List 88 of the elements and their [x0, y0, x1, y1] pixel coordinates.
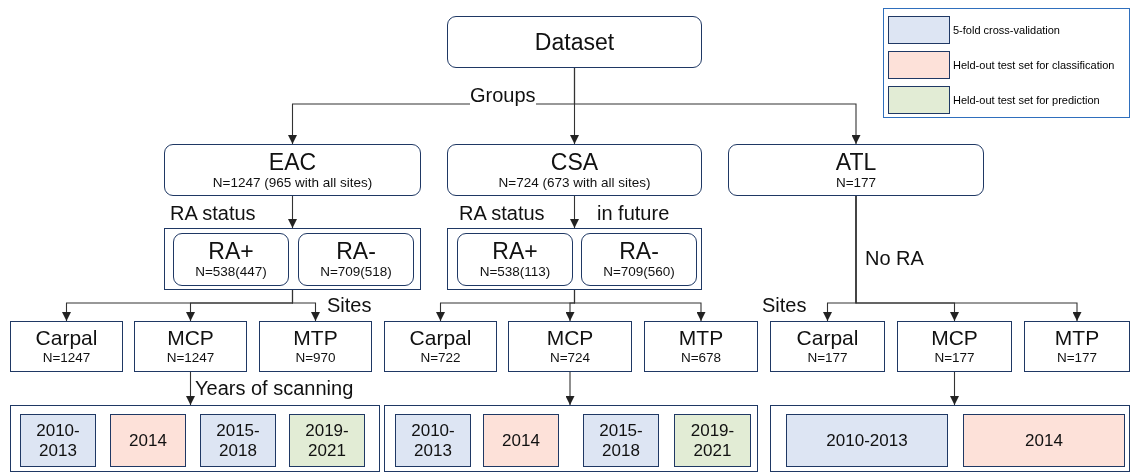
node-title: MCP — [545, 327, 595, 350]
node-count: N=1247 — [42, 351, 91, 366]
year-box — [20, 414, 96, 467]
legend-text: 5-fold cross-validation — [953, 22, 1061, 38]
arrow — [291, 289, 320, 322]
node-title: 2015-2018 — [215, 420, 261, 461]
arrow — [573, 67, 861, 145]
node-count: N=177 — [934, 351, 975, 366]
year-box — [289, 414, 365, 467]
node-count: N=177 — [1056, 351, 1098, 366]
site-box — [508, 321, 632, 372]
node-count: N=709(560) — [603, 265, 675, 280]
year-box — [674, 414, 751, 467]
rounded-box — [164, 144, 421, 196]
node-count: N=724 (673 with all sites) — [498, 176, 651, 191]
node-title: EAC — [267, 149, 318, 174]
node-count: N=1247 — [166, 351, 215, 366]
node-count: N=1247 (965 with all sites) — [212, 176, 373, 191]
arrow — [288, 195, 297, 229]
rounded-box — [581, 233, 697, 286]
node-count: N=177 — [835, 176, 877, 191]
node-title: Carpal — [34, 327, 99, 350]
site-box — [259, 321, 372, 372]
site-box — [10, 321, 123, 372]
rounded-box — [728, 144, 984, 196]
rounded-box — [457, 233, 573, 286]
node-title: Dataset — [533, 29, 616, 55]
site-box — [644, 321, 758, 372]
node-title: MCP — [930, 327, 979, 350]
site-box — [384, 321, 497, 372]
node-title: MTP — [292, 327, 339, 350]
node-count: N=177 — [807, 351, 848, 366]
arrow — [950, 371, 959, 406]
node-title: Carpal — [408, 327, 473, 350]
arrow — [855, 195, 1082, 322]
node-title: Carpal — [795, 327, 860, 350]
node-title: 2010-2013 — [410, 420, 456, 461]
group-frame — [447, 228, 702, 290]
node-count: N=538(113) — [479, 265, 551, 280]
node-count: N=538(447) — [195, 265, 267, 280]
node-title: RA+ — [207, 239, 255, 264]
node-title: 2010-2013 — [825, 430, 909, 451]
node-title: RA+ — [491, 239, 539, 264]
node-title: MTP — [1053, 327, 1101, 350]
node-count: N=722 — [420, 351, 461, 366]
site-box — [134, 321, 247, 372]
group-frame — [770, 405, 1130, 472]
site-box — [1024, 321, 1130, 372]
node-count: N=709(518) — [320, 265, 392, 280]
rounded-box — [298, 233, 414, 286]
node-title: RA- — [335, 239, 377, 264]
site-box — [897, 321, 1012, 372]
arrow — [573, 289, 706, 322]
arrow — [570, 195, 579, 229]
node-title: MCP — [166, 327, 215, 350]
legend-text: Held-out test set for classification — [953, 57, 1116, 73]
node-title: ATL — [834, 149, 878, 174]
node-title: 2014 — [1024, 430, 1064, 451]
node-count: N=678 — [680, 351, 722, 366]
node-title: MTP — [677, 327, 725, 350]
rounded-box — [447, 16, 702, 68]
node-title: 2010-2013 — [35, 420, 81, 461]
group-frame — [10, 405, 380, 472]
node-title: 2014 — [128, 430, 168, 451]
group-frame — [164, 228, 421, 290]
node-title: RA- — [618, 239, 660, 264]
node-title: CSA — [549, 149, 600, 174]
node-title: 2015-2018 — [598, 420, 644, 461]
year-box — [200, 414, 276, 467]
node-count: N=724 — [549, 351, 591, 366]
arrow — [186, 371, 195, 406]
year-box — [583, 414, 659, 467]
site-box — [770, 321, 885, 372]
year-box — [483, 414, 559, 467]
group-frame — [384, 405, 758, 472]
branch-label: Years of scanning — [195, 377, 354, 399]
year-box — [786, 414, 948, 467]
year-box — [110, 414, 186, 467]
node-count: N=970 — [295, 351, 336, 366]
rounded-box — [173, 233, 289, 286]
node-title: 2019-2021 — [304, 420, 350, 461]
legend-text: Held-out test set for prediction — [953, 92, 1101, 108]
year-box — [963, 414, 1125, 467]
rounded-box — [447, 144, 702, 196]
node-title: 2014 — [501, 430, 541, 451]
arrow — [565, 371, 575, 406]
year-box — [395, 414, 471, 467]
node-title: 2019-2021 — [689, 420, 736, 461]
